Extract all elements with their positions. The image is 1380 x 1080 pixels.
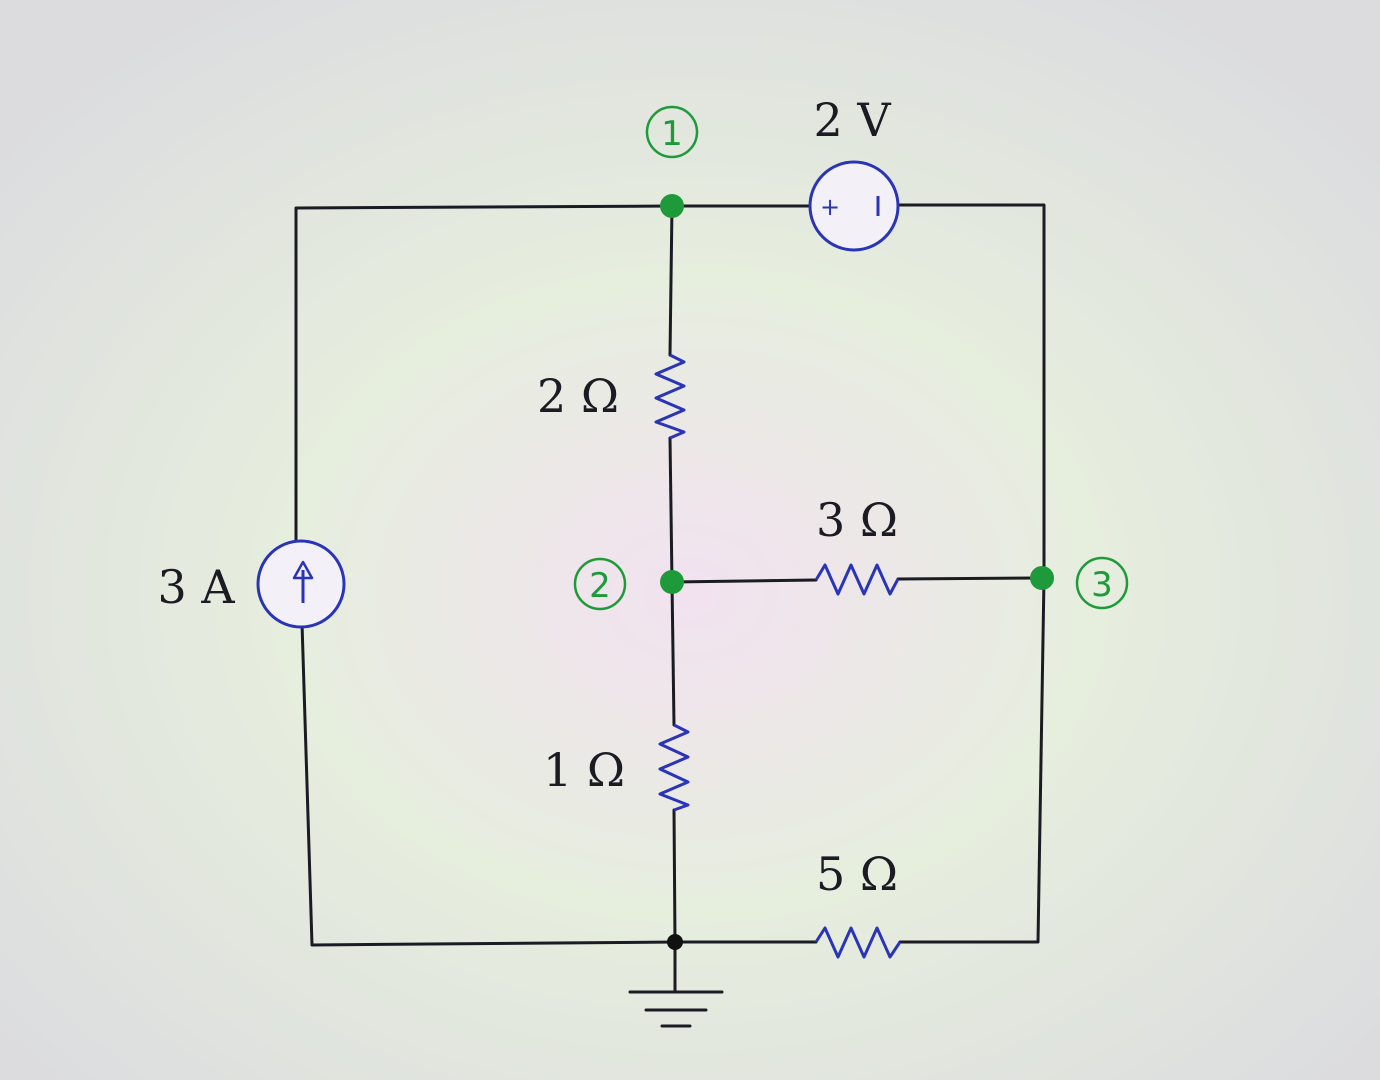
resistor-3-ohm xyxy=(814,563,900,596)
voltage-source: + xyxy=(808,160,900,252)
current-source-ring xyxy=(256,539,346,629)
node-2-dot xyxy=(660,570,684,594)
wire-node2-to-3ohm xyxy=(670,578,818,584)
node-label-3-text: 3 xyxy=(1091,565,1113,605)
node-label-1: 1 xyxy=(645,105,699,159)
node-3-dot xyxy=(1030,566,1054,590)
node-label-3: 3 xyxy=(1075,556,1129,610)
node-1-dot xyxy=(660,194,684,218)
voltage-source-ring xyxy=(808,160,900,252)
resistor-1-ohm-value: 1 Ω xyxy=(543,743,625,797)
resistor-3-ohm-value: 3 Ω xyxy=(816,493,898,547)
wire-left-top xyxy=(294,204,674,547)
wire-left-bottom xyxy=(300,621,677,947)
up-arrow-icon xyxy=(292,560,314,580)
node-label-1-text: 1 xyxy=(661,114,683,154)
node-label-2: 2 xyxy=(573,557,627,611)
ground-junction-dot xyxy=(667,934,683,950)
current-source-value: 3 A xyxy=(157,560,235,614)
node-label-1-ring xyxy=(645,105,699,159)
wires xyxy=(294,203,1046,947)
wire-3ohm-to-node3 xyxy=(896,576,1044,581)
resistor-5-ohm-value: 5 Ω xyxy=(816,847,898,901)
resistor-2-ohm xyxy=(654,353,686,440)
wire-1ohm-to-ground xyxy=(672,808,677,944)
resistor-1-ohm xyxy=(658,723,690,812)
resistor-2-ohm-value: 2 Ω xyxy=(537,369,619,423)
node-label-2-ring xyxy=(573,557,627,611)
wire-2ohm-to-node2 xyxy=(668,436,674,584)
node-label-2-text: 2 xyxy=(589,566,611,606)
ground-symbol xyxy=(628,940,724,1028)
voltage-source-plus-sign: + xyxy=(820,193,840,221)
voltage-source-value: 2 V xyxy=(813,93,891,147)
wire-node2-to-1ohm xyxy=(670,580,676,727)
resistor-5-ohm xyxy=(814,926,902,959)
wire-node1-to-2ohm xyxy=(668,204,674,357)
node-label-3-ring xyxy=(1075,556,1129,610)
wire-vsource-to-right xyxy=(896,203,1046,580)
wire-right-lower xyxy=(898,576,1046,944)
current-source xyxy=(256,539,346,629)
